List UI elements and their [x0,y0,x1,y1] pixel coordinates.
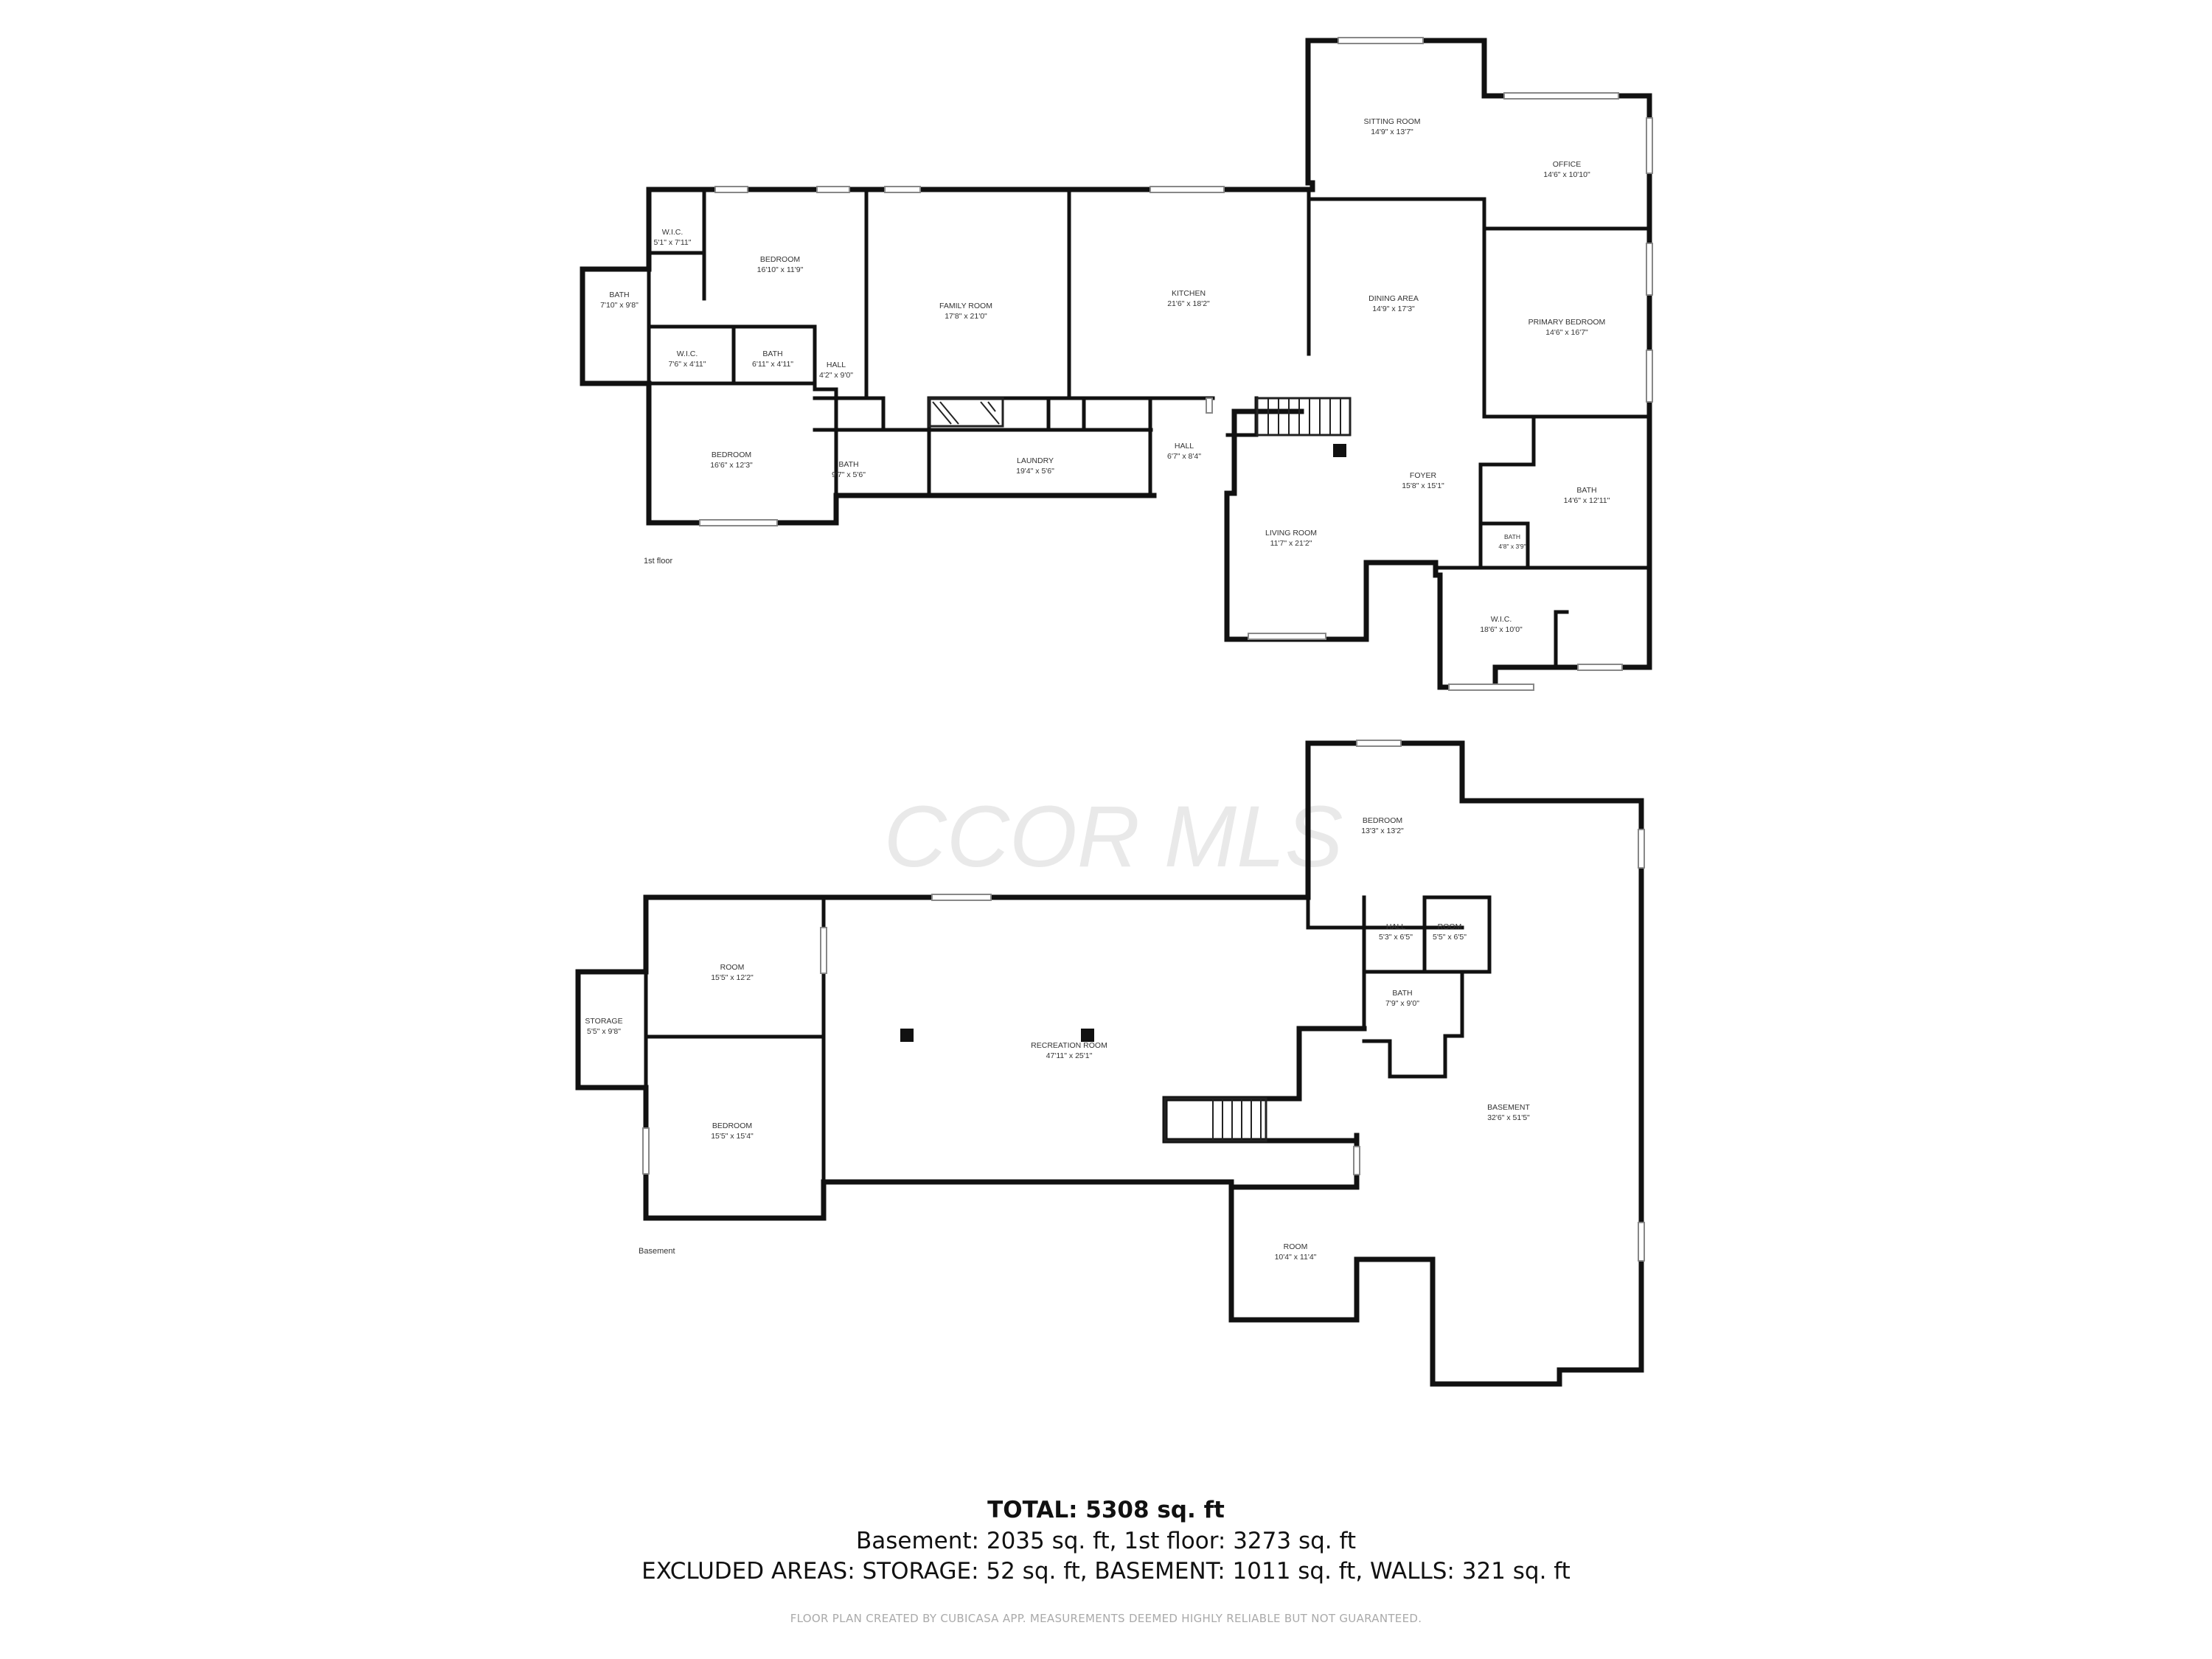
room-dims: 14'6" x 16'7" [1545,328,1588,337]
first-floor-windows [699,37,1653,691]
room-dims: 11'7" x 21'2" [1270,539,1312,548]
room-dims: 15'5" x 15'4" [711,1132,754,1141]
room-dims: 15'8" x 15'1" [1402,481,1444,490]
room-dims: 14'6" x 12'11" [1564,496,1610,505]
room-name: SITTING ROOM [1364,117,1421,126]
room-dims: 5'5" x 6'5" [1433,933,1467,942]
fireplace [928,397,1004,428]
room-dims: 18'6" x 10'0" [1480,625,1523,634]
room-dims: 5'1" x 7'11" [654,238,692,247]
column-block-1 [900,1029,914,1042]
room-name: BEDROOM [1363,816,1402,825]
basement-windows [642,740,1645,1262]
room-dims: 9'7" x 5'6" [832,470,866,479]
room-dims: 14'9" x 17'3" [1372,305,1415,313]
room-name: W.I.C. [662,228,684,237]
excluded-areas: EXCLUDED AREAS: STORAGE: 52 sq. ft, BASE… [641,1558,1571,1585]
room-name: KITCHEN [1172,289,1206,298]
room-name: ROOM [720,963,745,972]
room-dims: 4'8" x 3'9" [1498,543,1526,550]
basement-stairs [1164,1097,1267,1142]
room-dims: 7'9" x 9'0" [1385,999,1419,1008]
room-dims: 16'6" x 12'3" [710,461,753,470]
room-name: BASEMENT [1487,1103,1530,1112]
room-dims: 6'7" x 8'4" [1167,452,1201,461]
room-dims: 13'3" x 13'2" [1361,827,1404,835]
room-name: BATH [762,349,782,358]
room-name: BATH [1504,533,1520,540]
room-name: BATH [1576,486,1596,495]
room-dims: 16'10" x 11'9" [757,265,804,274]
room-name: BATH [838,460,858,469]
room-name: BEDROOM [712,451,751,459]
room-name: DINING AREA [1368,294,1419,303]
floor-label-first: 1st floor [644,557,672,566]
room-dims: 21'6" x 18'2" [1167,299,1210,308]
room-name: LIVING ROOM [1265,529,1317,538]
room-name: ROOM [1438,922,1462,931]
room-dims: 17'8" x 21'0" [945,312,987,321]
room-name: OFFICE [1553,160,1582,169]
room-name: HALL [827,361,846,369]
room-name: W.I.C. [677,349,698,358]
room-dims: 5'5" x 9'8" [587,1027,621,1036]
room-name: STORAGE [585,1017,622,1026]
room-dims: 6'11" x 4'11" [752,360,793,369]
room-name: BEDROOM [760,255,800,264]
watermark: CCOR MLS [884,788,1343,886]
first-floor-exterior-walls [580,38,1652,690]
room-name: PRIMARY BEDROOM [1528,318,1606,327]
room-dims: 19'4" x 5'6" [1016,467,1054,476]
room-name: LAUNDRY [1017,456,1054,465]
room-name: FOYER [1410,471,1437,480]
room-dims: 5'3" x 6'5" [1379,933,1413,942]
disclaimer: FLOOR PLAN CREATED BY CUBICASA APP. MEAS… [790,1612,1422,1625]
room-dims: 47'11" x 25'1" [1046,1051,1093,1060]
column-block [1333,444,1346,457]
room-dims: 4'2" x 9'0" [819,371,853,380]
room-name: HALL [1175,442,1194,451]
floor-areas: Basement: 2035 sq. ft, 1st floor: 3273 s… [855,1528,1357,1554]
room-dims: 7'10" x 9'8" [600,301,639,310]
room-dims: 15'5" x 12'2" [711,973,754,982]
room-name: FAMILY ROOM [939,302,992,310]
first-floor-plan: 1st floor [580,37,1653,691]
floor-label-basement: Basement [639,1247,675,1256]
total-area: TOTAL: 5308 sq. ft [987,1497,1225,1523]
room-name: ROOM [1284,1242,1308,1251]
room-dims: 14'9" x 13'7" [1371,128,1413,136]
column-block-2 [1081,1029,1094,1042]
room-name: BATH [609,291,629,299]
room-dims: 32'6" x 51'5" [1487,1113,1530,1122]
room-dims: 14'6" x 10'10" [1543,170,1590,179]
room-name: BEDROOM [712,1121,752,1130]
room-name: HALL [1386,922,1405,931]
room-labels: W.I.C. 5'1" x 7'11" BEDROOM 16'10" x 11'… [585,117,1610,1262]
room-name: W.I.C. [1491,615,1512,624]
room-name: BATH [1392,989,1412,998]
first-floor-stairs [1256,397,1352,437]
room-name: RECREATION ROOM [1031,1041,1107,1050]
room-dims: 10'4" x 11'4" [1275,1253,1317,1262]
room-dims: 7'6" x 4'11" [669,360,706,369]
basement-plan: Basement [575,740,1645,1387]
